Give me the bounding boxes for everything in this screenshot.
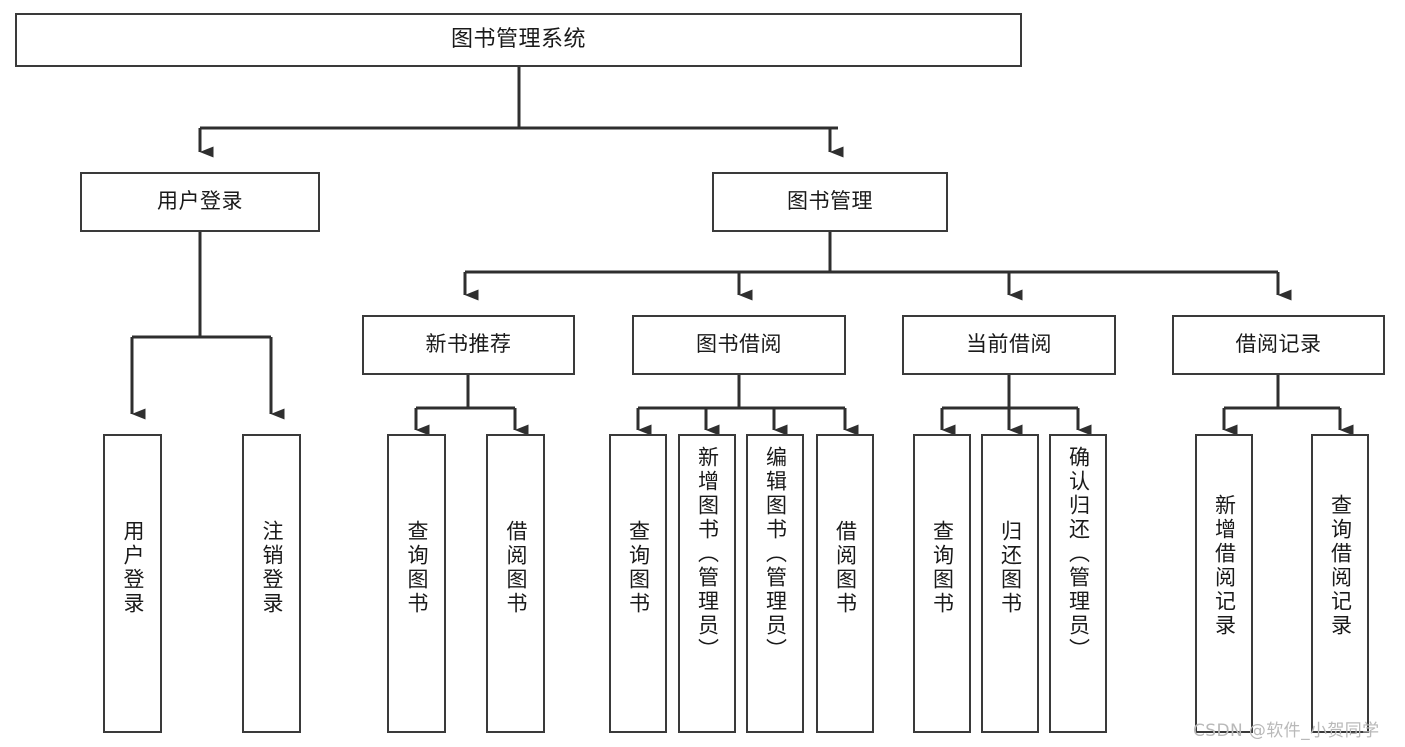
leaf-return-book[interactable]: 归还图书 [981,434,1039,733]
node-label: 新增图书（管理员） [695,446,720,662]
leaf-confirm-return-admin[interactable]: 确认归还（管理员） [1049,434,1107,733]
node-label: 借阅图书 [833,520,858,616]
leaf-query-book-borrow[interactable]: 查询图书 [609,434,667,733]
node-label: 确认归还（管理员） [1066,446,1091,662]
leaf-borrow-book[interactable]: 借阅图书 [816,434,874,733]
node-label: 新增借阅记录 [1212,494,1237,638]
leaf-user-logout[interactable]: 注销登录 [242,434,301,733]
node-label: 图书管理 [787,189,873,214]
leaf-user-login[interactable]: 用户登录 [103,434,162,733]
node-book-borrow[interactable]: 图书借阅 [632,315,846,375]
node-book-management[interactable]: 图书管理 [712,172,948,232]
node-root-book-management-system[interactable]: 图书管理系统 [15,13,1022,67]
node-current-borrow[interactable]: 当前借阅 [902,315,1116,375]
node-label: 当前借阅 [966,332,1052,357]
leaf-query-borrow-record[interactable]: 查询借阅记录 [1311,434,1369,733]
node-label: 图书管理系统 [450,26,586,52]
node-label: 查询图书 [405,520,429,616]
leaf-edit-book-admin[interactable]: 编辑图书（管理员） [746,434,804,733]
node-borrow-record[interactable]: 借阅记录 [1172,315,1385,375]
node-label: 查询图书 [930,520,955,616]
leaf-add-book-admin[interactable]: 新增图书（管理员） [678,434,736,733]
leaf-borrow-book-recommend[interactable]: 借阅图书 [486,434,545,733]
node-new-book-recommend[interactable]: 新书推荐 [362,315,575,375]
node-label: 编辑图书（管理员） [763,446,788,662]
node-label: 新书推荐 [425,332,512,357]
node-label: 用户登录 [157,189,243,214]
leaf-query-book-recommend[interactable]: 查询图书 [387,434,446,733]
csdn-watermark: CSDN @软件_小贺同学 [1193,721,1380,741]
node-label: 用户登录 [121,520,145,616]
node-label: 图书借阅 [696,332,782,357]
node-user-login[interactable]: 用户登录 [80,172,320,232]
node-label: 注销登录 [260,520,284,616]
node-label: 借阅图书 [504,520,528,616]
leaf-add-borrow-record[interactable]: 新增借阅记录 [1195,434,1253,733]
node-label: 归还图书 [998,520,1023,616]
leaf-query-book-current[interactable]: 查询图书 [913,434,971,733]
node-label: 借阅记录 [1235,332,1322,357]
node-label: 查询借阅记录 [1328,494,1353,638]
node-label: 查询图书 [626,520,651,616]
